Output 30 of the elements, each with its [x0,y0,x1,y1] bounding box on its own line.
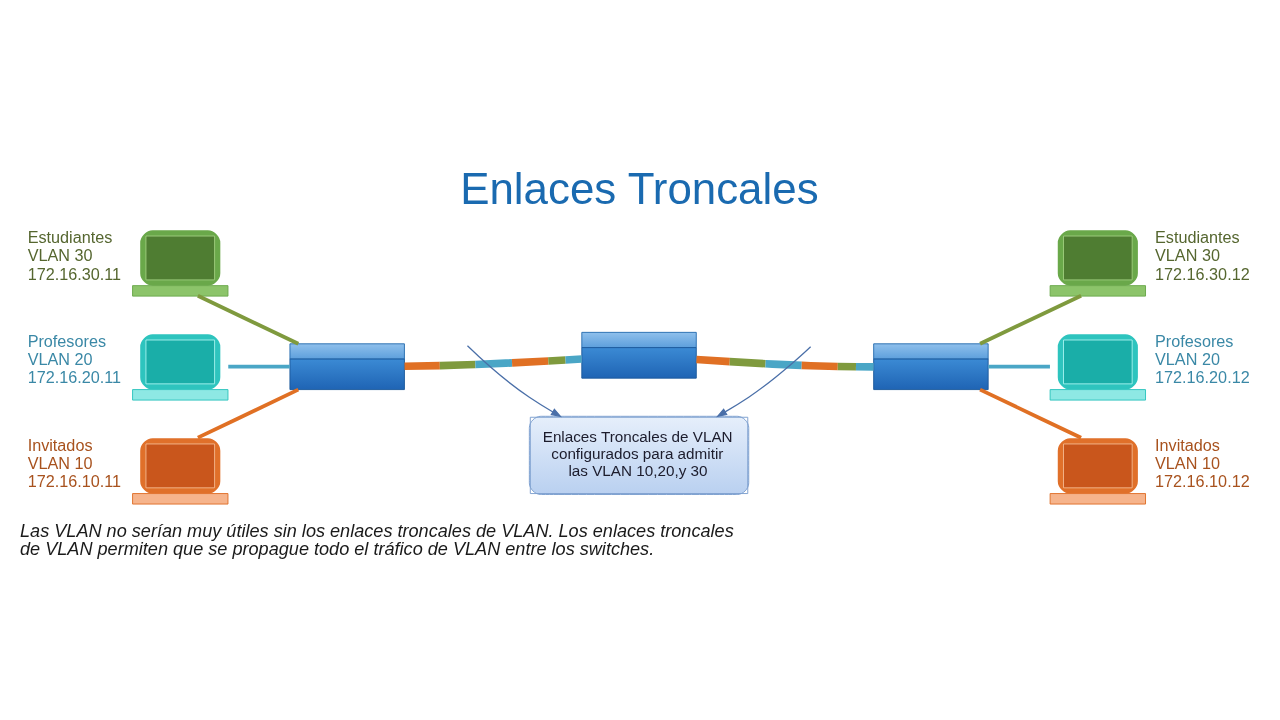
connector [979,387,1082,439]
node-label: Invitados [27,435,93,454]
node-label: 172.16.10.12 [1155,471,1250,490]
node-label: VLAN 20 [1155,349,1220,368]
node-label: VLAN 10 [27,453,93,472]
node-label: VLAN 10 [1155,453,1220,472]
caption: Las VLAN no serían muy útiles sin los enlaces troncales de VLAN. Los enlaces troncales de VLAN permiten que se propague todo el tráfico de VLAN entre los switches. [20,520,734,559]
node-label: 172.16.30.12 [1155,264,1250,283]
connector [988,364,1050,369]
node-label: 172.16.20.11 [27,367,122,386]
node-label: VLAN 30 [27,245,93,264]
node-label: Invitados [1155,435,1220,454]
diagram-title: Enlaces Troncales [460,163,819,213]
node-label: Estudiantes [27,227,113,246]
node-label: VLAN 30 [1155,245,1220,264]
connector [197,293,300,345]
node-label: Profesores [1155,331,1234,350]
node-label: 172.16.30.11 [27,264,122,283]
node-label: 172.16.20.12 [1155,367,1250,386]
arrow [466,344,562,417]
connector [979,293,1082,345]
connector [696,355,874,371]
node-label: VLAN 20 [27,349,93,368]
node-label: Estudiantes [1155,227,1240,246]
node-label: Profesores [27,331,107,350]
connector [404,354,582,370]
connector [228,364,290,369]
connector [197,387,300,439]
arrow [716,345,812,417]
node-label: 172.16.10.11 [27,471,122,490]
